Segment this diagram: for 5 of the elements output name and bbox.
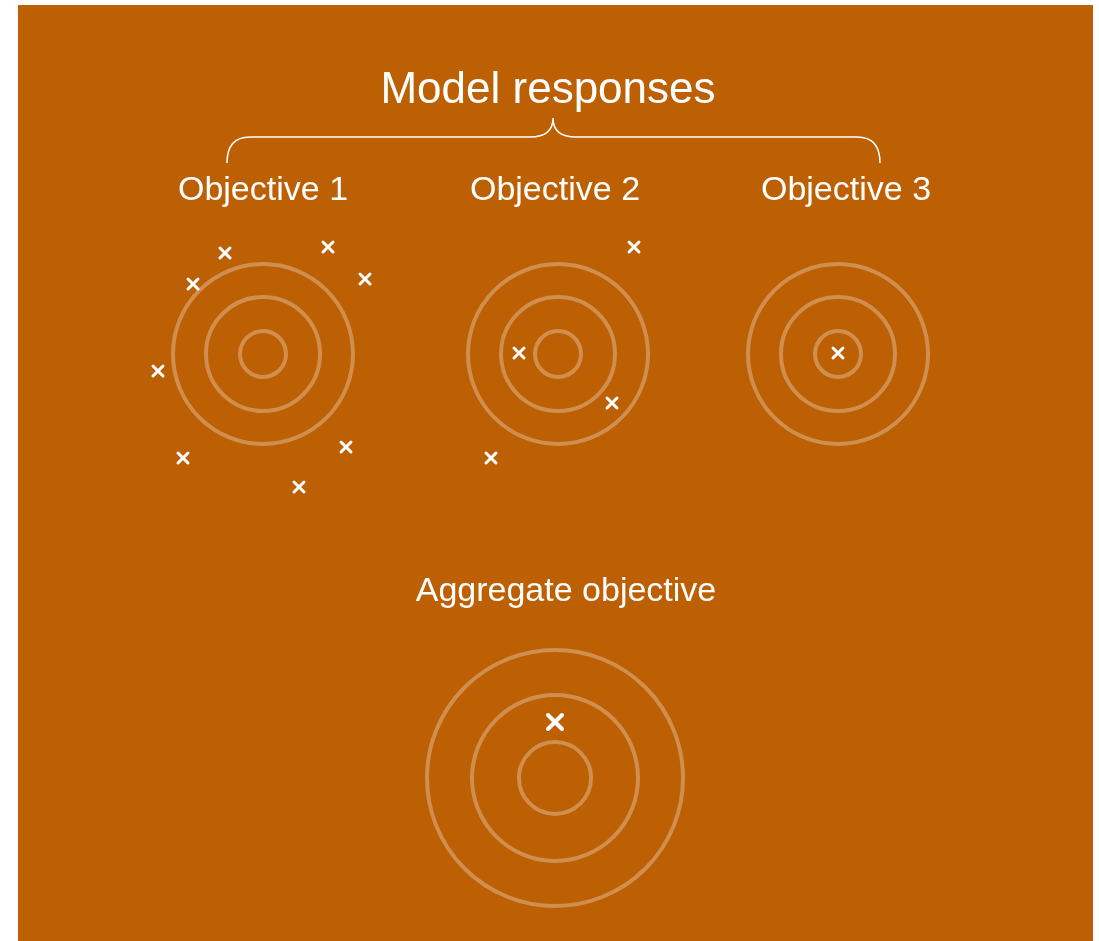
target-label: Objective 2 (469, 169, 641, 207)
title: Model responses (379, 66, 717, 110)
target-label: Objective 1 (177, 169, 349, 207)
target-label: Aggregate objective (415, 570, 717, 608)
target-label: Objective 3 (760, 169, 932, 207)
